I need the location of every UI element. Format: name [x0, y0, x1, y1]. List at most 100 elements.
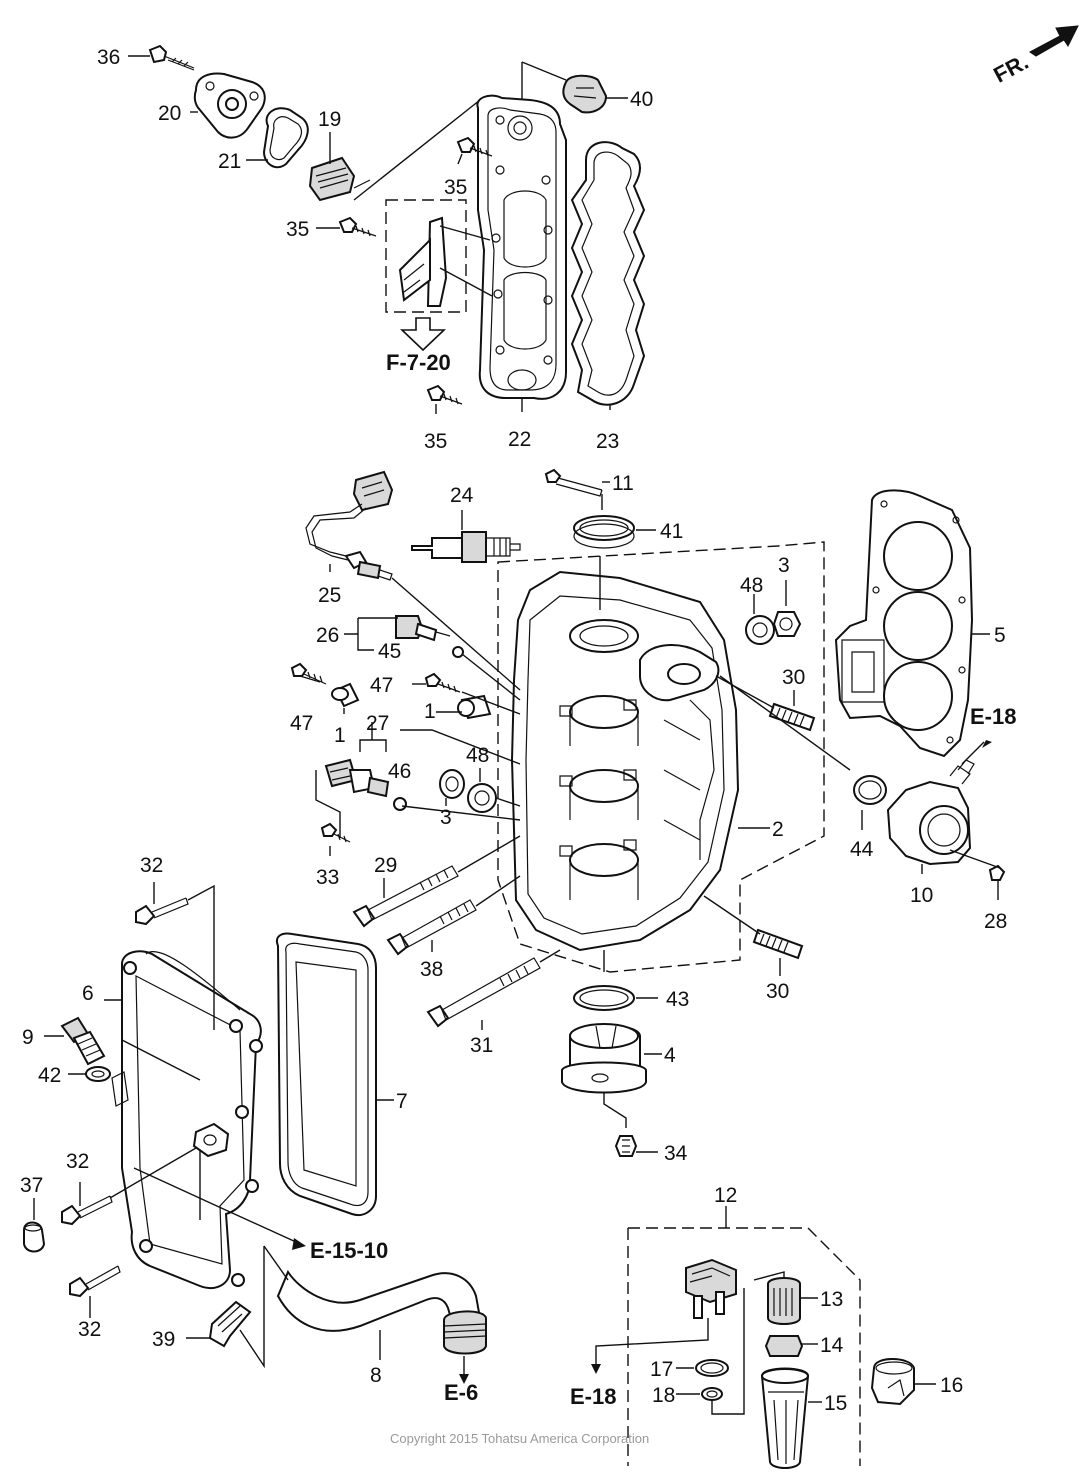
callout-28: 28 — [984, 910, 1007, 933]
drain-plug-9 — [44, 1016, 111, 1082]
callout-32a: 32 — [140, 854, 163, 877]
long-bolts — [352, 835, 804, 1028]
lower-fittings — [561, 985, 662, 1157]
fuel-filter-assembly-12 — [591, 1206, 861, 1469]
front-direction-indicator: FR. — [989, 25, 1079, 88]
ref-e-18-bottom[interactable]: E-18 — [570, 1384, 616, 1409]
callout-36: 36 — [97, 46, 120, 69]
spark-plug-24 — [411, 510, 521, 563]
callout-15: 15 — [824, 1392, 847, 1415]
callout-7: 7 — [396, 1090, 408, 1113]
callout-47b: 47 — [290, 712, 313, 735]
ref-e-6[interactable]: E-6 — [444, 1380, 478, 1405]
callout-39: 39 — [152, 1328, 175, 1351]
front-arrow-icon — [1029, 25, 1079, 57]
callout-35b: 35 — [286, 218, 309, 241]
water-outlet-40-shape — [562, 74, 608, 114]
clamp-39 — [186, 1300, 252, 1348]
callout-34: 34 — [664, 1142, 688, 1165]
callout-16: 16 — [940, 1374, 963, 1397]
callout-29: 29 — [374, 854, 397, 877]
callout-30b: 30 — [766, 980, 789, 1003]
front-direction-label: FR. — [989, 49, 1032, 88]
seals-3-48 — [439, 580, 802, 813]
callout-32b: 32 — [66, 1150, 89, 1173]
callout-20: 20 — [158, 102, 181, 125]
callout-18: 18 — [652, 1384, 675, 1407]
head-gasket-5 — [834, 489, 990, 758]
callout-33: 33 — [316, 866, 339, 889]
callout-10: 10 — [910, 884, 933, 907]
callout-46: 46 — [388, 760, 411, 783]
sensor-27 — [315, 722, 521, 843]
ref-f-7-20[interactable]: F-7-20 — [386, 350, 451, 375]
callout-1a: 1 — [424, 700, 436, 723]
thermostat-19-shape — [308, 156, 356, 202]
reference-arrow-icon — [982, 740, 992, 748]
callout-45: 45 — [378, 640, 401, 663]
callout-40: 40 — [630, 88, 653, 111]
callout-44: 44 — [850, 838, 874, 861]
callout-32c: 32 — [78, 1318, 101, 1341]
callout-24: 24 — [450, 484, 474, 507]
callout-23: 23 — [596, 430, 619, 453]
callout-43: 43 — [666, 988, 689, 1011]
reference-arrow-icon — [591, 1364, 601, 1374]
callout-leaders — [128, 55, 923, 1030]
callout-47a: 47 — [370, 674, 393, 697]
hose-8 — [239, 1245, 487, 1384]
callout-17: 17 — [650, 1358, 673, 1381]
upper-fittings — [544, 468, 656, 549]
callout-48a: 48 — [740, 574, 763, 597]
thermostat-assembly — [148, 44, 628, 202]
callout-25: 25 — [318, 584, 341, 607]
callout-27: 27 — [366, 712, 389, 735]
sensor-26 — [344, 615, 521, 701]
bolts-47-bushings-1 — [290, 662, 521, 720]
callout-35c: 35 — [424, 430, 447, 453]
reference-arrow-icon — [459, 1374, 469, 1384]
stud-30-upper — [715, 675, 816, 732]
callout-6: 6 — [82, 982, 94, 1005]
reference-arrow-icon — [400, 317, 446, 352]
callout-14: 14 — [820, 1334, 844, 1357]
callout-labels: 36 20 21 19 40 35 35 35 22 23 F-7-20 11 … — [20, 46, 1016, 1446]
exhaust-cover-6 — [104, 950, 263, 1289]
cylinder-head-cover-22 — [476, 94, 567, 412]
ref-e-15-10[interactable]: E-15-10 — [310, 1238, 388, 1263]
callout-26: 26 — [316, 624, 339, 647]
callout-12: 12 — [714, 1184, 737, 1207]
callout-31: 31 — [470, 1034, 493, 1057]
clip-16 — [870, 1358, 936, 1406]
callout-3a: 3 — [778, 554, 790, 577]
sensor-25 — [305, 470, 521, 691]
callout-9: 9 — [22, 1026, 34, 1049]
bolts-32 — [23, 882, 215, 1318]
callout-13: 13 — [820, 1288, 843, 1311]
callout-30a: 30 — [782, 666, 805, 689]
reference-arrow-icon — [292, 1238, 306, 1250]
e-15-10-leader — [133, 1167, 306, 1250]
callout-5: 5 — [994, 624, 1006, 647]
callout-2: 2 — [772, 818, 784, 841]
callout-35a: 35 — [444, 176, 467, 199]
bolt-36-shape — [148, 44, 168, 64]
callout-19: 19 — [318, 108, 341, 131]
callout-21: 21 — [218, 150, 241, 173]
callout-48b: 48 — [466, 744, 489, 767]
cover-gasket-7 — [276, 932, 394, 1216]
callout-3b: 3 — [440, 806, 452, 829]
callout-41: 41 — [660, 520, 683, 543]
cylinder-head-2 — [497, 541, 825, 973]
callout-38: 38 — [420, 958, 443, 981]
exhaust-flange-10 — [719, 675, 1006, 900]
callout-22: 22 — [508, 428, 531, 451]
callout-42: 42 — [38, 1064, 61, 1087]
ref-e-18-top[interactable]: E-18 — [970, 704, 1016, 729]
bracket-assembly — [338, 136, 493, 405]
callout-1b: 1 — [334, 724, 346, 747]
callout-11: 11 — [612, 472, 634, 495]
head-cover-gasket-23 — [570, 141, 646, 406]
callout-4: 4 — [664, 1044, 676, 1067]
